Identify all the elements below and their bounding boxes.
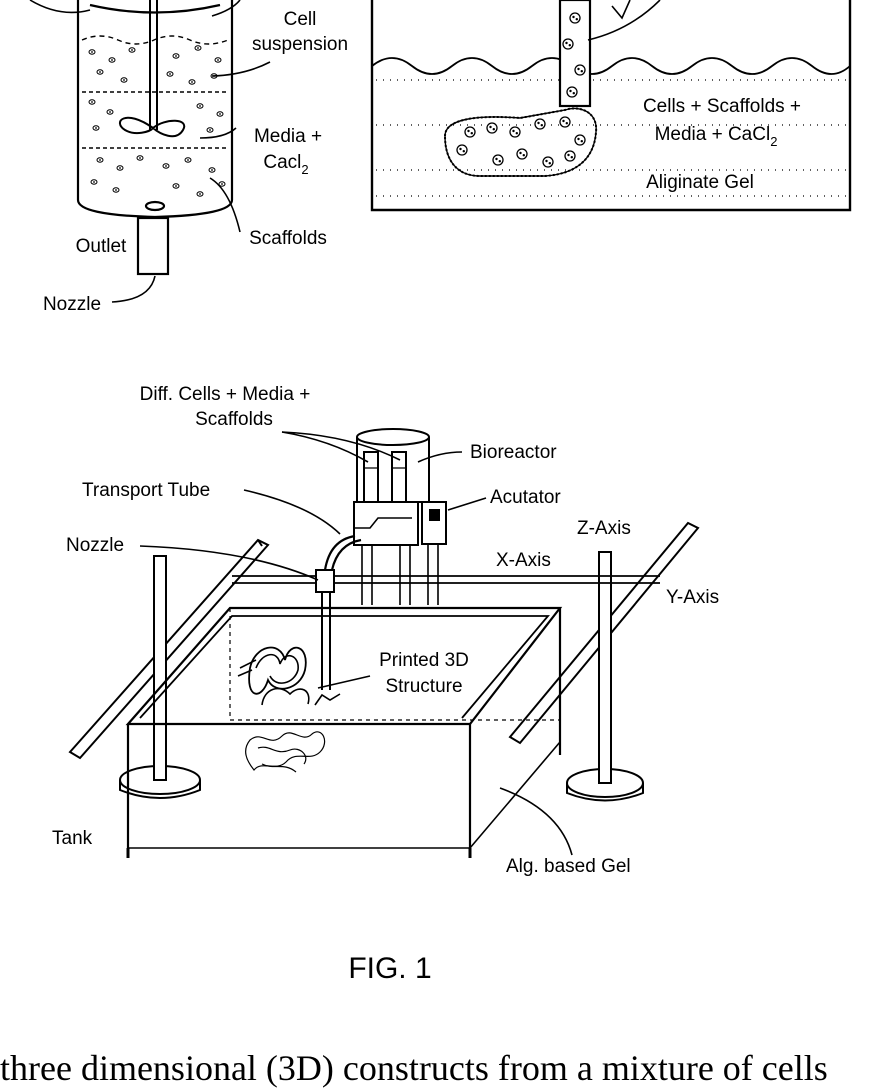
label-alg-gel: Alg. based Gel (506, 856, 631, 877)
top-right-labels: Cells + Scaffolds + Media + CaCl2 Aligin… (643, 96, 801, 193)
label-cell: Cell (284, 9, 317, 30)
label-media-plus: Media + (254, 126, 322, 147)
body-paragraph-fragment: three dimensional (3D) constructs from a… (0, 1048, 887, 1088)
tank-legs (128, 848, 470, 858)
label-bioreactor: Bioreactor (470, 442, 557, 463)
bottom-labels: Diff. Cells + Media + Scaffolds Bioreact… (52, 384, 719, 877)
top-left-labels: Cell suspension Media + Cacl2 Outlet Sca… (43, 9, 348, 315)
label-outlet: Outlet (76, 236, 127, 257)
label-scaffolds: Scaffolds (249, 228, 327, 249)
figure-caption: FIG. 1 (348, 952, 431, 985)
label-nozzle-top: Nozzle (43, 294, 101, 315)
label-diff-cells: Diff. Cells + Media + (140, 384, 311, 405)
label-media-cacl2: Media + CaCl2 (655, 124, 778, 149)
label-y-axis: Y-Axis (666, 587, 719, 608)
label-transport-tube: Transport Tube (82, 480, 210, 501)
label-cacl2: Cacl2 (263, 152, 308, 177)
label-suspension: suspension (252, 34, 348, 55)
label-cells-scaffolds: Cells + Scaffolds + (643, 96, 801, 117)
label-structure: Structure (385, 676, 462, 697)
bioreactor-vessel (30, 0, 270, 302)
label-x-axis: X-Axis (496, 550, 551, 571)
label-nozzle: Nozzle (66, 535, 124, 556)
label-printed-3d: Printed 3D (379, 650, 469, 671)
label-diff-scaffolds: Scaffolds (195, 409, 273, 430)
label-acutator: Acutator (490, 487, 561, 508)
label-z-axis: Z-Axis (577, 518, 631, 539)
label-aliginate-gel: Aliginate Gel (646, 172, 754, 193)
label-tank: Tank (52, 828, 93, 849)
